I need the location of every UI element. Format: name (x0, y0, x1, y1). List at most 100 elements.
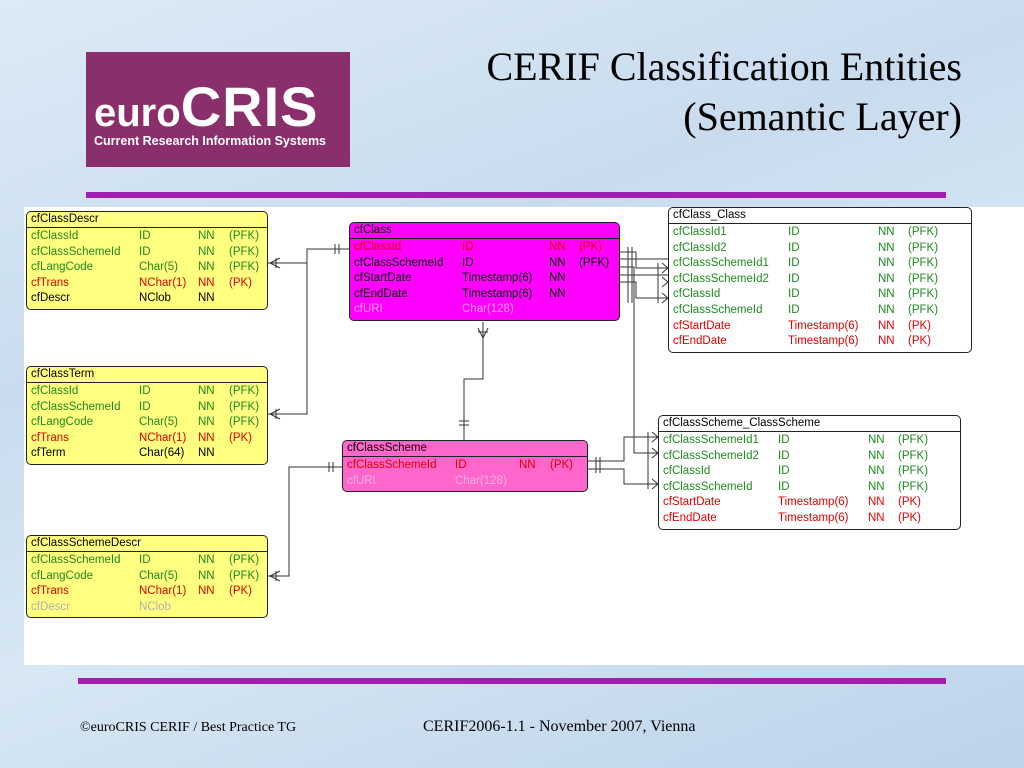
entity-title: cfClassScheme (343, 441, 587, 457)
attribute-key: (PK) (550, 459, 573, 471)
attribute-type: NChar(1) (139, 431, 187, 444)
entity-title: cfClass (350, 223, 619, 239)
attribute-name: cfClassSchemeId (663, 480, 753, 493)
attribute-name: cfClassSchemeId1 (673, 257, 769, 270)
attribute-type: NChar(1) (139, 585, 187, 598)
attribute-null: NN (878, 241, 895, 254)
attribute-key: (PFK) (229, 385, 260, 397)
attribute-null: NN (198, 385, 215, 397)
attribute-null: NN (519, 459, 536, 471)
attribute-key: (PFK) (229, 261, 260, 274)
attribute-type: ID (778, 480, 790, 493)
eurocris-logo: euroCRIS Current Research Information Sy… (86, 52, 350, 167)
attribute-key: (PFK) (908, 288, 939, 301)
slide-title-line2: (Semantic Layer) (683, 94, 962, 139)
attribute-key: (PFK) (229, 569, 260, 582)
bar-scheme-schemescheme (595, 457, 601, 473)
attribute-key: (PK) (229, 431, 252, 444)
entity-attribute-row: cfDescr NClob NN (31, 291, 263, 307)
attribute-type: Char(128) (462, 303, 514, 316)
attribute-name: cfEndDate (673, 335, 727, 348)
attribute-type: Char(5) (139, 261, 178, 274)
attribute-type: ID (139, 554, 151, 566)
attribute-name: cfLangCode (31, 416, 94, 429)
crowfoot-class (477, 327, 489, 340)
attribute-null: NN (878, 288, 895, 301)
attribute-name: cfClassId1 (673, 226, 727, 238)
attribute-name: cfTrans (31, 276, 69, 289)
attribute-type: ID (139, 385, 151, 397)
attribute-type: ID (778, 434, 790, 446)
attribute-type: ID (788, 226, 800, 238)
bar-scheme-schemedescr (328, 462, 334, 472)
attribute-key: (PFK) (898, 480, 929, 493)
attribute-null: NN (198, 447, 215, 460)
attribute-key: (PK) (908, 319, 931, 332)
attribute-null: NN (198, 245, 215, 258)
entity-title: cfClassScheme_ClassScheme (659, 416, 960, 432)
attribute-name: cfClassId (663, 465, 711, 478)
attribute-null: NN (868, 480, 885, 493)
attribute-null: NN (868, 496, 885, 509)
footer-copyright: ©euroCRIS CERIF / Best Practice TG (80, 720, 297, 735)
attribute-null: NN (878, 303, 895, 316)
attribute-type: ID (139, 400, 151, 413)
attribute-type: NClob (139, 600, 171, 613)
bottom-divider (78, 678, 946, 684)
attribute-type: Timestamp(6) (778, 496, 849, 509)
attribute-type: Char(5) (139, 569, 178, 582)
entity-attribute-row: cfDescr NClob (31, 600, 263, 616)
attribute-key: (PFK) (898, 465, 929, 478)
slide-title-line1: CERIF Classification Entities (486, 44, 962, 89)
attribute-null: NN (198, 292, 215, 305)
rel-scheme-schemedescr (266, 466, 342, 577)
attribute-null: NN (198, 416, 215, 429)
entity-attribute-row: cfClassSchemeId ID NN (PFK) (663, 480, 956, 496)
attribute-null: NN (549, 256, 566, 269)
entity-attribute-row: cfURI Char(128) (354, 302, 615, 318)
rel-class-classclass-3 (618, 258, 668, 276)
attribute-name: cfLangCode (31, 569, 94, 582)
attribute-key: (PFK) (898, 449, 929, 462)
attribute-name: cfClassId (31, 230, 79, 242)
attribute-key: (PFK) (229, 245, 260, 258)
attribute-name: cfClassSchemeId2 (663, 449, 759, 462)
attribute-type: NClob (139, 292, 171, 305)
attribute-null: NN (878, 335, 895, 348)
attribute-name: cfClassId (31, 385, 79, 397)
attribute-type: ID (139, 245, 151, 258)
attribute-name: cfDescr (31, 600, 70, 613)
attribute-name: cfDescr (31, 292, 70, 305)
attribute-name: cfURI (354, 303, 383, 316)
attribute-name: cfClassSchemeId (31, 400, 121, 413)
attribute-name: cfClassSchemeId (673, 303, 763, 316)
attribute-key: (PFK) (229, 230, 260, 242)
attribute-type: ID (455, 459, 467, 471)
attribute-null: NN (198, 585, 215, 598)
rel-scheme-class (463, 322, 484, 440)
relationship-lines (266, 244, 669, 582)
attribute-name: cfTrans (31, 585, 69, 598)
attribute-name: cfURI (347, 474, 376, 487)
attribute-null: NN (198, 400, 215, 413)
